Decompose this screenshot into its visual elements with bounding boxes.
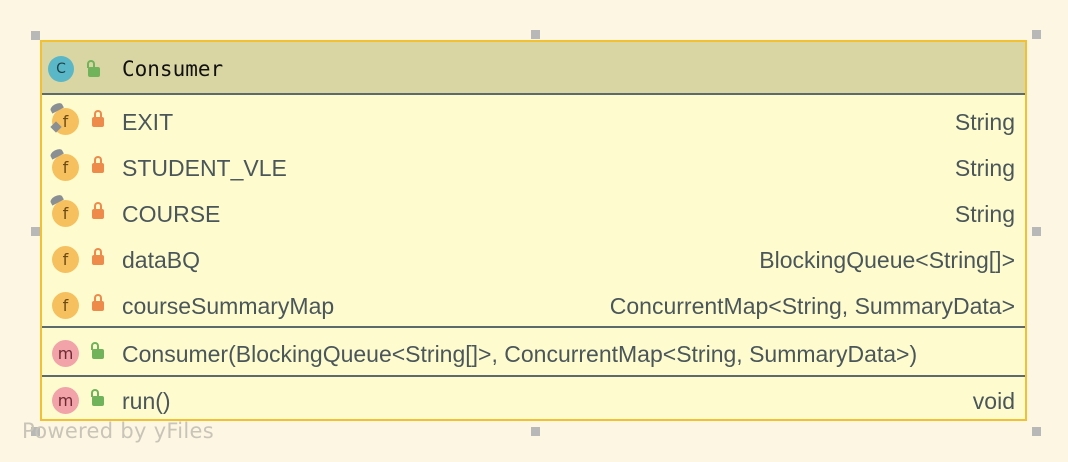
constructor-row[interactable]: m Consumer(BlockingQueue<String[]>, Conc… (42, 331, 1025, 377)
section-divider (42, 375, 1025, 377)
resize-handle-middle-left[interactable] (31, 227, 40, 236)
field-icon: f (52, 292, 79, 319)
resize-handle-top-center[interactable] (531, 30, 540, 39)
resize-handle-bottom-left[interactable] (31, 427, 40, 436)
class-header: C Consumer (42, 42, 1025, 95)
field-name: STUDENT_VLE (122, 155, 287, 181)
field-type: BlockingQueue<String[]> (759, 247, 1015, 273)
resize-handle-top-left[interactable] (31, 31, 40, 40)
class-icon: C (48, 56, 74, 82)
public-lock-icon (87, 60, 100, 77)
field-row[interactable]: f COURSE String (42, 191, 1025, 237)
field-type: String (954, 109, 1015, 135)
method-icon: m (52, 340, 79, 367)
section-divider (42, 326, 1025, 328)
public-lock-icon (91, 389, 104, 406)
private-lock-icon (92, 156, 104, 173)
resize-handle-bottom-center[interactable] (531, 427, 540, 436)
watermark: Powered by yFiles (22, 419, 214, 443)
field-icon: f (52, 200, 79, 227)
resize-handle-bottom-right[interactable] (1032, 427, 1041, 436)
field-name: courseSummaryMap (122, 293, 335, 319)
field-name: COURSE (122, 201, 221, 227)
field-row[interactable]: f STUDENT_VLE String (42, 145, 1025, 191)
field-row[interactable]: f courseSummaryMap ConcurrentMap<String,… (42, 283, 1025, 329)
class-name: Consumer (122, 57, 224, 81)
field-icon: f (52, 154, 79, 181)
field-type: String (954, 201, 1015, 227)
field-icon: f (52, 246, 79, 273)
field-name: EXIT (122, 109, 174, 135)
resize-handle-top-right[interactable] (1032, 30, 1041, 39)
field-type: ConcurrentMap<String, SummaryData> (609, 293, 1015, 319)
method-row[interactable]: m run() void (42, 378, 1025, 424)
field-row[interactable]: f dataBQ BlockingQueue<String[]> (42, 237, 1025, 283)
public-lock-icon (91, 342, 104, 359)
field-row[interactable]: f EXIT String (42, 99, 1025, 145)
private-lock-icon (92, 294, 104, 311)
resize-handle-middle-right[interactable] (1032, 227, 1041, 236)
uml-class-node[interactable]: C Consumer f EXIT String f STUDENT_VLE S… (40, 40, 1027, 421)
method-return-type: void (972, 388, 1015, 414)
field-type: String (954, 155, 1015, 181)
field-name: dataBQ (122, 247, 200, 273)
method-icon: m (52, 387, 79, 414)
private-lock-icon (92, 110, 104, 127)
private-lock-icon (92, 202, 104, 219)
method-name: run() (122, 388, 171, 414)
constructor-signature: Consumer(BlockingQueue<String[]>, Concur… (122, 341, 918, 367)
private-lock-icon (92, 248, 104, 265)
